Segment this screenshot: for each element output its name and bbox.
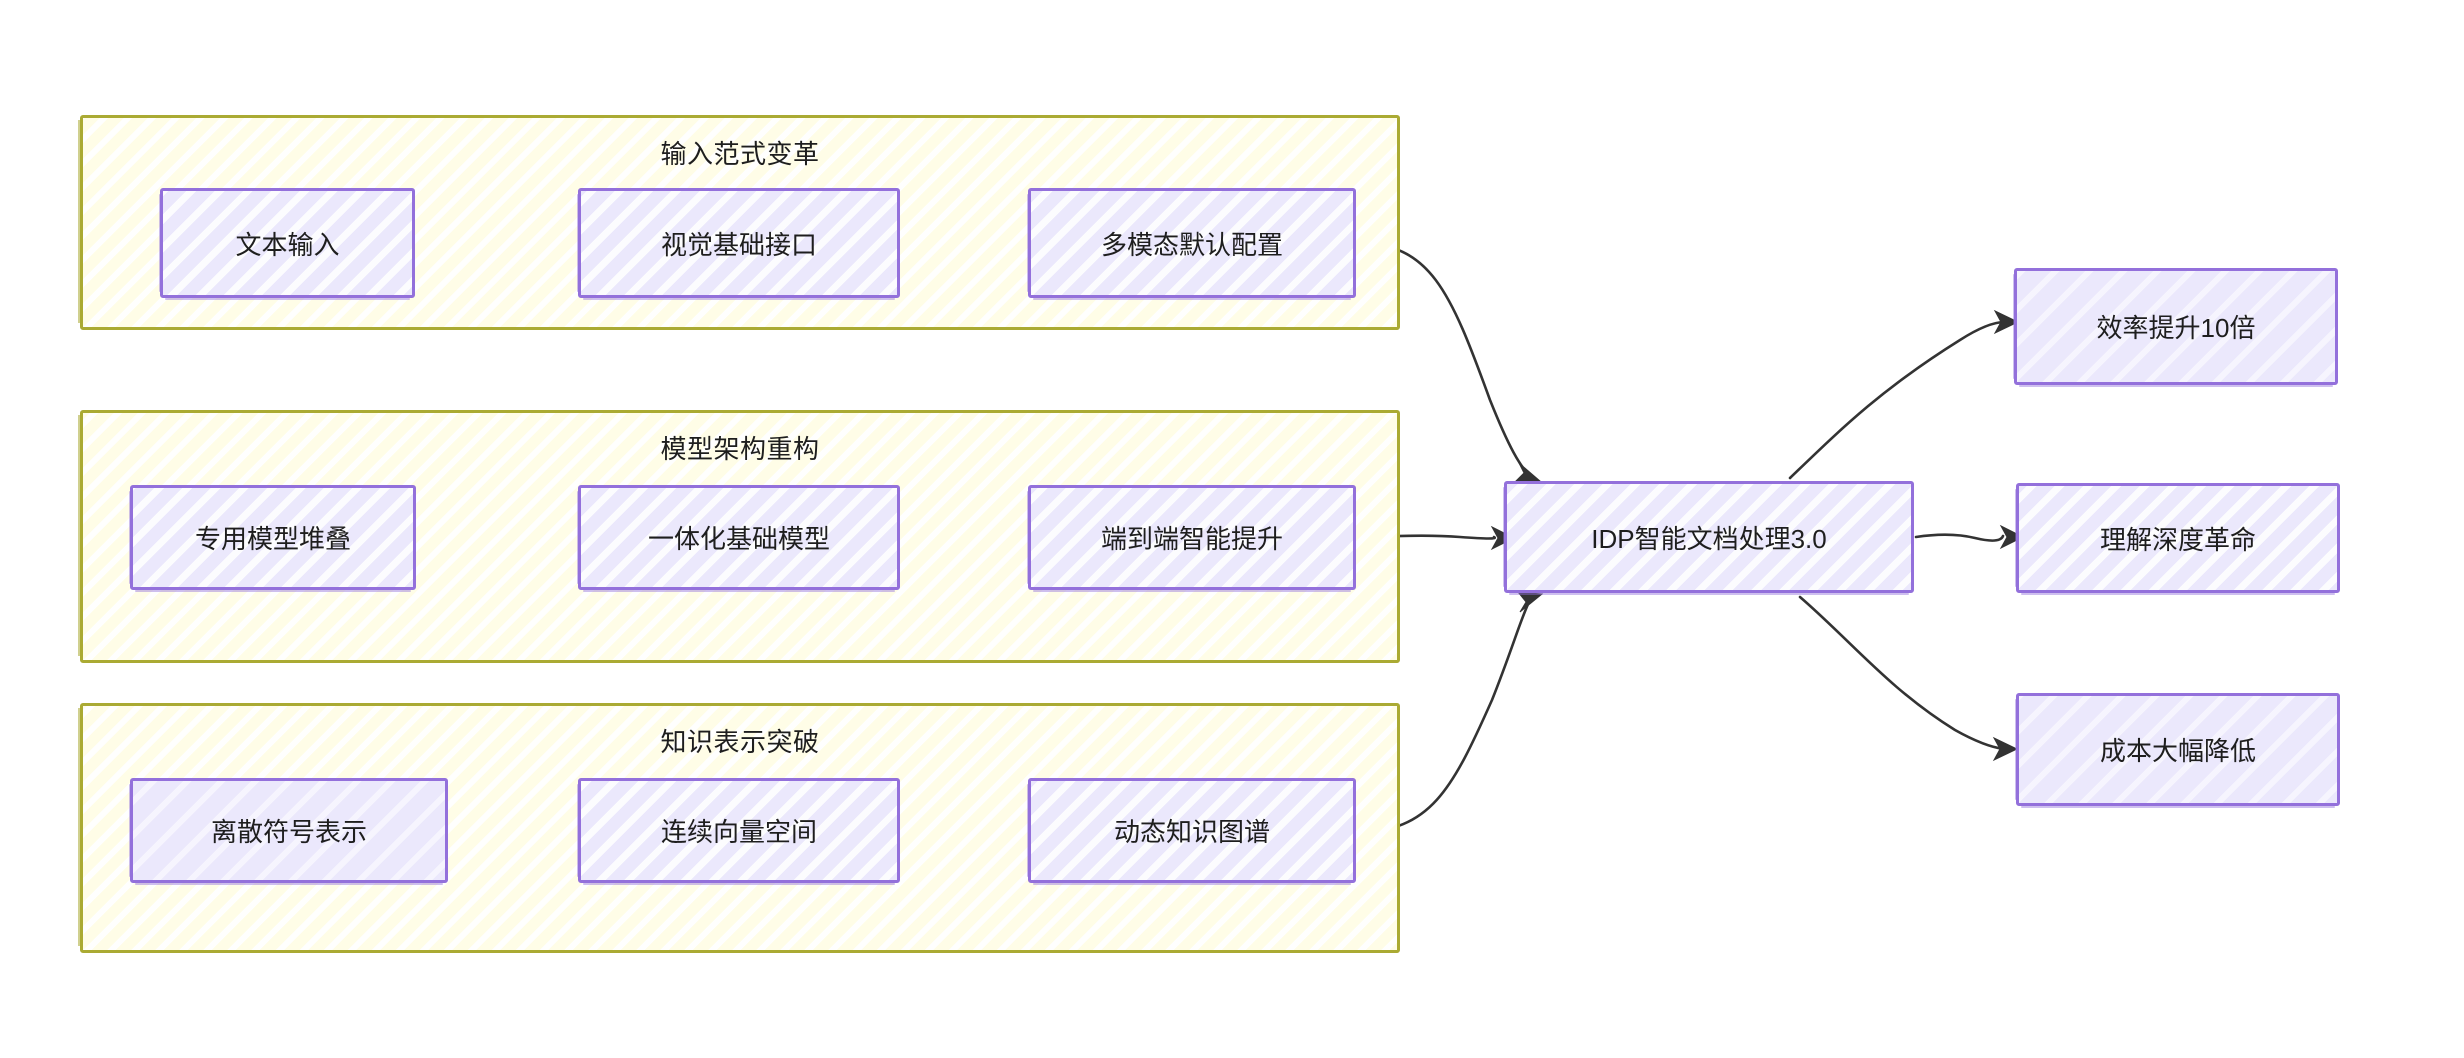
node-label: 一体化基础模型 bbox=[647, 524, 830, 554]
subgraph-title-input-paradigm: 输入范式变革 bbox=[660, 139, 820, 169]
edge-idp-3-to-efficiency-10x bbox=[1788, 309, 2020, 480]
node-end-to-end-intelligence[interactable]: 端到端智能提升 bbox=[1027, 485, 1356, 592]
node-continuous-vector-space[interactable]: 连续向量空间 bbox=[577, 778, 900, 885]
node-label: 离散符号表示 bbox=[210, 817, 367, 847]
node-deep-understanding[interactable]: 理解深度革命 bbox=[2015, 483, 2340, 595]
node-dynamic-knowledge-graph[interactable]: 动态知识图谱 bbox=[1027, 778, 1356, 885]
edge-idp-3-to-deep-understanding bbox=[1914, 524, 2025, 550]
node-label: 多模态默认配置 bbox=[1100, 229, 1283, 260]
node-label: 端到端智能提升 bbox=[1100, 524, 1283, 554]
node-discrete-symbol[interactable]: 离散符号表示 bbox=[129, 778, 448, 885]
node-label: 专用模型堆叠 bbox=[194, 524, 351, 554]
node-label: 连续向量空间 bbox=[660, 817, 817, 847]
subgraph-title-knowledge-representation: 知识表示突破 bbox=[660, 727, 820, 757]
node-cost-reduction[interactable]: 成本大幅降低 bbox=[2015, 693, 2340, 808]
node-label: 成本大幅降低 bbox=[2099, 736, 2256, 766]
node-multimodal-default[interactable]: 多模态默认配置 bbox=[1027, 188, 1356, 300]
subgraph-title-model-architecture: 模型架构重构 bbox=[660, 434, 820, 464]
node-label: 动态知识图谱 bbox=[1113, 817, 1270, 847]
edge-idp-3-to-cost-reduction bbox=[1798, 595, 2019, 762]
node-label: IDP智能文档处理3.0 bbox=[1591, 523, 1827, 554]
node-text-input[interactable]: 文本输入 bbox=[159, 188, 415, 300]
node-label: 文本输入 bbox=[235, 229, 340, 260]
node-label: 视觉基础接口 bbox=[660, 229, 817, 260]
node-unified-foundation-model[interactable]: 一体化基础模型 bbox=[577, 485, 900, 592]
node-label: 理解深度革命 bbox=[2099, 524, 2256, 555]
node-label: 效率提升10倍 bbox=[2096, 313, 2256, 343]
node-idp-3[interactable]: IDP智能文档处理3.0 bbox=[1503, 481, 1914, 595]
node-efficiency-10x[interactable]: 效率提升10倍 bbox=[2013, 268, 2338, 387]
node-dedicated-model-stack[interactable]: 专用模型堆叠 bbox=[129, 485, 416, 592]
node-visual-base-api[interactable]: 视觉基础接口 bbox=[577, 188, 900, 300]
